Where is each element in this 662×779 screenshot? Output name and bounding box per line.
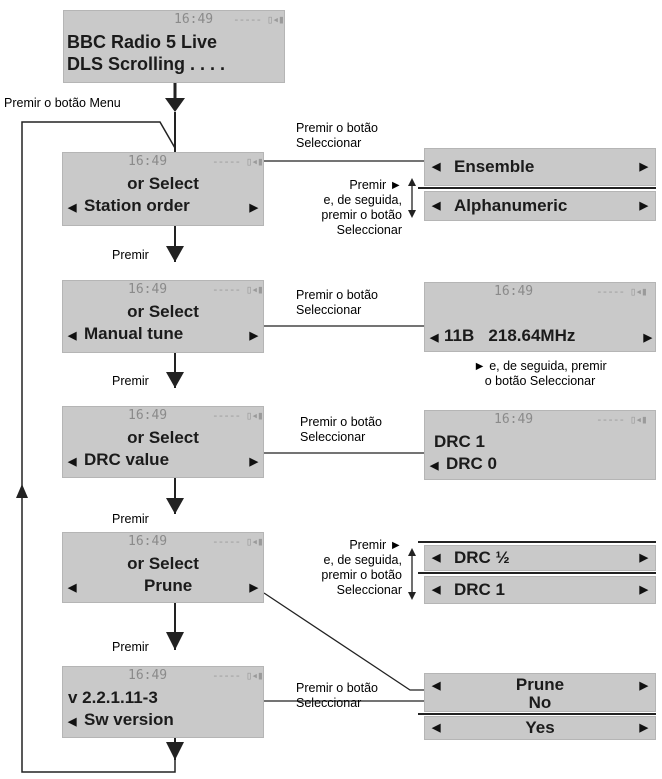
screen-prune-confirm: ◀ Prune ▶ No: [424, 673, 656, 712]
right-arrow-icon: ▶: [249, 456, 258, 468]
screen-manual-tune: 16:49 ----- ▯◂▮ or Select ◀ Manual tune …: [62, 280, 264, 353]
station-name: BBC Radio 5 Live: [67, 32, 218, 52]
screen-station-order: 16:49 ----- ▯◂▮ or Select ◀ Station orde…: [62, 152, 264, 226]
option-drc-half: ◀ DRC ½ ▶: [424, 545, 656, 571]
right-arrow-icon: ▶: [249, 330, 258, 342]
option-drc-1: ◀ DRC 1 ▶: [424, 576, 656, 604]
left-arrow-icon: ◀: [68, 582, 77, 594]
clock: 16:49: [174, 12, 214, 27]
signal-icon: ----- ▯◂▮: [212, 669, 264, 682]
signal-icon: ----- ▯◂▮: [596, 413, 648, 426]
label-menu: Premir o botão Menu: [4, 96, 121, 110]
signal-icon: ----- ▯◂▮: [212, 283, 264, 296]
down-arrow-1: [165, 98, 185, 112]
signal-icon: ----- ▯◂▮: [596, 285, 648, 298]
screen-prune: 16:49 ----- ▯◂▮ or Select ◀ Prune ▶: [62, 532, 264, 603]
left-arrow-icon: ◀: [68, 716, 77, 728]
screen-frequency: 16:49 ----- ▯◂▮ ◀ 11B 218.64MHz ▶: [424, 282, 656, 352]
main-display: 16:49 ----- ▯◂▮ BBC Radio 5 Live DLS Scr…: [63, 10, 285, 83]
screen-drc: 16:49 ----- ▯◂▮ DRC 1 ◀ DRC 0: [424, 410, 656, 480]
left-arrow-icon: ◀: [68, 456, 77, 468]
signal-icon: ----- ▯◂▮: [212, 155, 264, 168]
right-arrow-icon: ▶: [249, 202, 258, 214]
signal-icon: ----- ▯◂▮: [233, 13, 285, 26]
option-ensemble: ◀ Ensemble ▶: [424, 148, 656, 186]
dls-text: DLS Scrolling . . . .: [67, 54, 226, 74]
option-prune-yes: ◀ Yes ▶: [424, 716, 656, 740]
left-arrow-icon: ◀: [68, 202, 77, 214]
screen-drc-value: 16:49 ----- ▯◂▮ or Select ◀ DRC value ▶: [62, 406, 264, 478]
left-arrow-icon: ◀: [68, 330, 77, 342]
signal-icon: ----- ▯◂▮: [212, 535, 264, 548]
signal-icon: ----- ▯◂▮: [212, 409, 264, 422]
option-alphanumeric: ◀ Alphanumeric ▶: [424, 191, 656, 221]
screen-sw-version: 16:49 ----- ▯◂▮ v 2.2.1.11-3 ◀ Sw versio…: [62, 666, 264, 738]
right-arrow-icon: ▶: [249, 582, 258, 594]
